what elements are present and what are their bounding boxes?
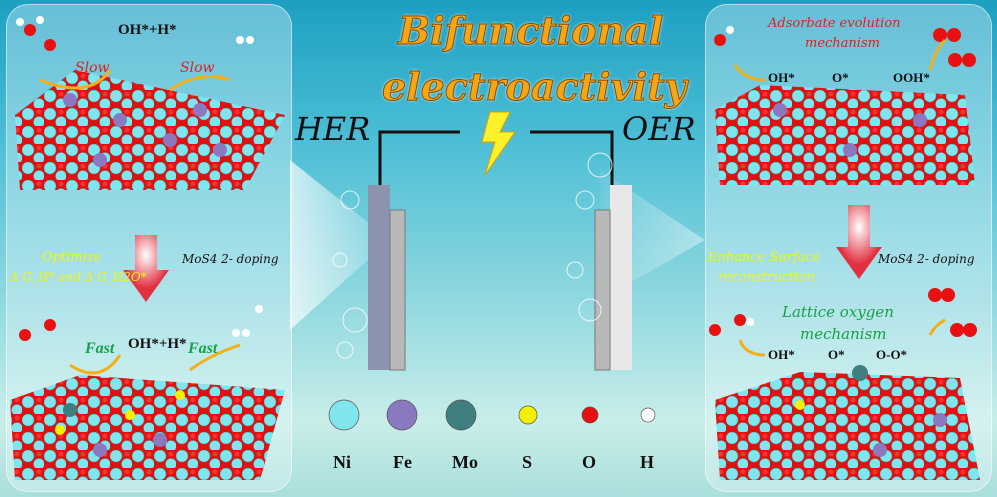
- fast-label-2: Fast: [188, 340, 218, 357]
- product-fast: OH*+H*: [128, 336, 187, 352]
- catalyst-slab-her-top: [15, 70, 285, 190]
- doping-label-right: MoS4 2- doping: [878, 252, 975, 266]
- aem-step-3: OOH*: [893, 70, 930, 85]
- oer-electrode: [610, 185, 632, 370]
- wire-left: [378, 130, 460, 185]
- aem-line1: Adsorbate evolution: [768, 16, 901, 31]
- legend-swatch-o: [581, 406, 599, 424]
- legend-label-h: H: [640, 452, 655, 472]
- lom-line1: Lattice oxygen: [782, 303, 894, 321]
- legend-label-o: O: [582, 452, 597, 472]
- doping-label-left: MoS4 2- doping: [182, 252, 279, 266]
- fast-label-1: Fast: [85, 340, 115, 357]
- legend-swatch-fe: [386, 399, 418, 431]
- dopant-atoms: [55, 390, 185, 457]
- legend-label-s: S: [522, 452, 533, 472]
- fe-atoms: [63, 93, 227, 167]
- legend-swatch-ni: [328, 399, 360, 431]
- catalyst-slab-her-bottom: [10, 375, 285, 480]
- lom-line2: mechanism: [800, 325, 887, 343]
- title-line2: electroactivity: [382, 64, 688, 110]
- slow-label-1: Slow: [75, 60, 110, 76]
- water-molecules: [19, 24, 746, 341]
- aem-line2: mechanism: [805, 36, 880, 51]
- lom-step-1: OH*: [768, 347, 795, 362]
- her-electrode: [368, 185, 390, 370]
- legend-swatch-s: [518, 405, 538, 425]
- catalyst-slab-oer-top: [715, 85, 975, 185]
- bubbles: [332, 152, 613, 359]
- legend-label-mo: Mo: [452, 452, 478, 472]
- down-arrow-left: [123, 235, 169, 302]
- aem-step-1: OH*: [768, 70, 795, 85]
- legend-swatch-h: [640, 407, 656, 423]
- oer-label: OER: [622, 110, 696, 148]
- enhance-line1: Enhance Surface: [708, 250, 821, 265]
- legend-label-fe: Fe: [393, 452, 412, 472]
- lom-step-2: O*: [828, 347, 845, 362]
- legend-swatch-mo: [445, 399, 477, 431]
- optimize-label: Optimize: [42, 250, 102, 265]
- lightning-icon: [481, 111, 516, 176]
- legend-swatches: [328, 399, 656, 431]
- legend-label-ni: Ni: [333, 452, 351, 472]
- title-line1: Bifunctional: [397, 8, 664, 54]
- lom-step-3: O-O*: [876, 347, 908, 362]
- aem-step-2: O*: [832, 70, 849, 85]
- her-label: HER: [295, 110, 371, 148]
- down-arrow-right: [836, 205, 882, 279]
- enhance-line2: reconstruction: [718, 270, 815, 285]
- product-slow: OH*+H*: [118, 22, 177, 38]
- delta-g-label: Δ G_H* and Δ G_H2O*: [10, 270, 147, 284]
- slow-label-2: Slow: [180, 60, 215, 76]
- o2-molecules: [928, 28, 977, 337]
- catalyst-slab-oer-bottom: [715, 372, 980, 480]
